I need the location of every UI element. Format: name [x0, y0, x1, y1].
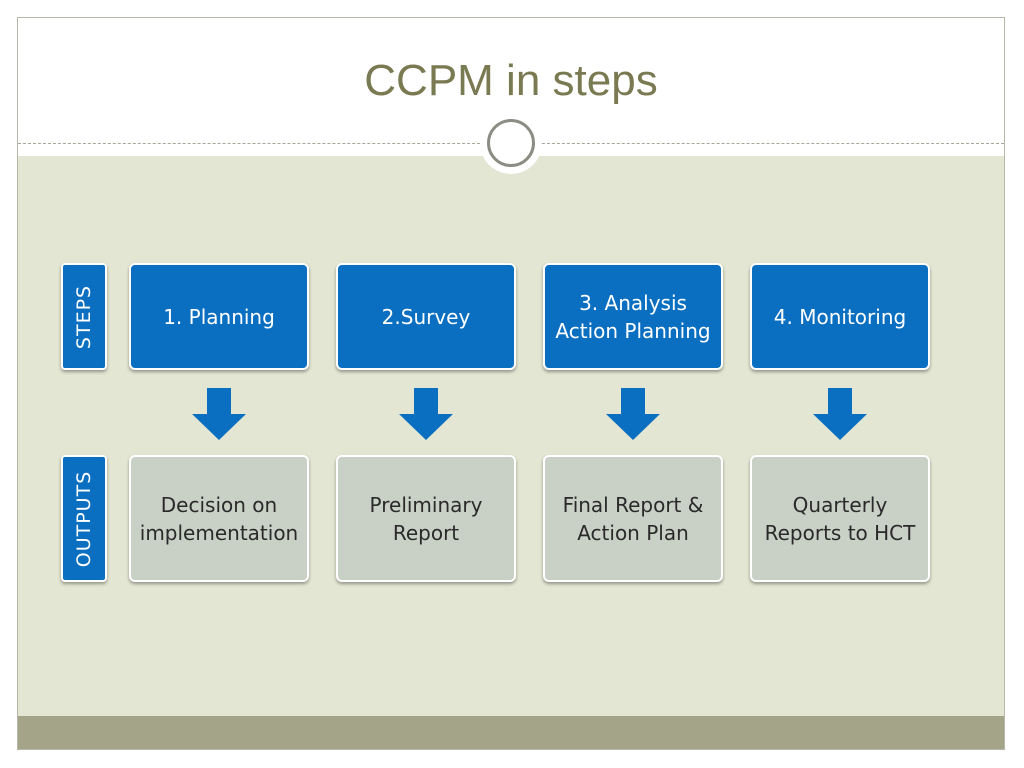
down-arrow-icon	[399, 388, 453, 440]
outputs-row-label: OUTPUTS	[61, 455, 107, 582]
ring-icon	[487, 119, 535, 167]
step-box-planning: 1. Planning	[129, 263, 309, 370]
outputs-label-text: OUTPUTS	[73, 470, 95, 567]
slide-title: CCPM in steps	[364, 56, 658, 105]
steps-label-text: STEPS	[73, 284, 95, 349]
down-arrow-icon	[813, 388, 867, 440]
circle-ornament-icon	[480, 112, 542, 174]
output-box-decision: Decision on implementation	[129, 455, 309, 582]
step-box-monitoring: 4. Monitoring	[750, 263, 930, 370]
steps-row-label: STEPS	[61, 263, 107, 370]
slide: CCPM in steps STEPS OUTPUTS 1. Planning …	[17, 17, 1005, 750]
step-box-analysis: 3. Analysis Action Planning	[543, 263, 723, 370]
step-box-survey: 2.Survey	[336, 263, 516, 370]
down-arrow-icon	[192, 388, 246, 440]
output-box-quarterly-reports: Quarterly Reports to HCT	[750, 455, 930, 582]
output-box-final-report: Final Report & Action Plan	[543, 455, 723, 582]
output-box-preliminary-report: Preliminary Report	[336, 455, 516, 582]
footer-bar	[18, 716, 1004, 749]
down-arrow-icon	[606, 388, 660, 440]
